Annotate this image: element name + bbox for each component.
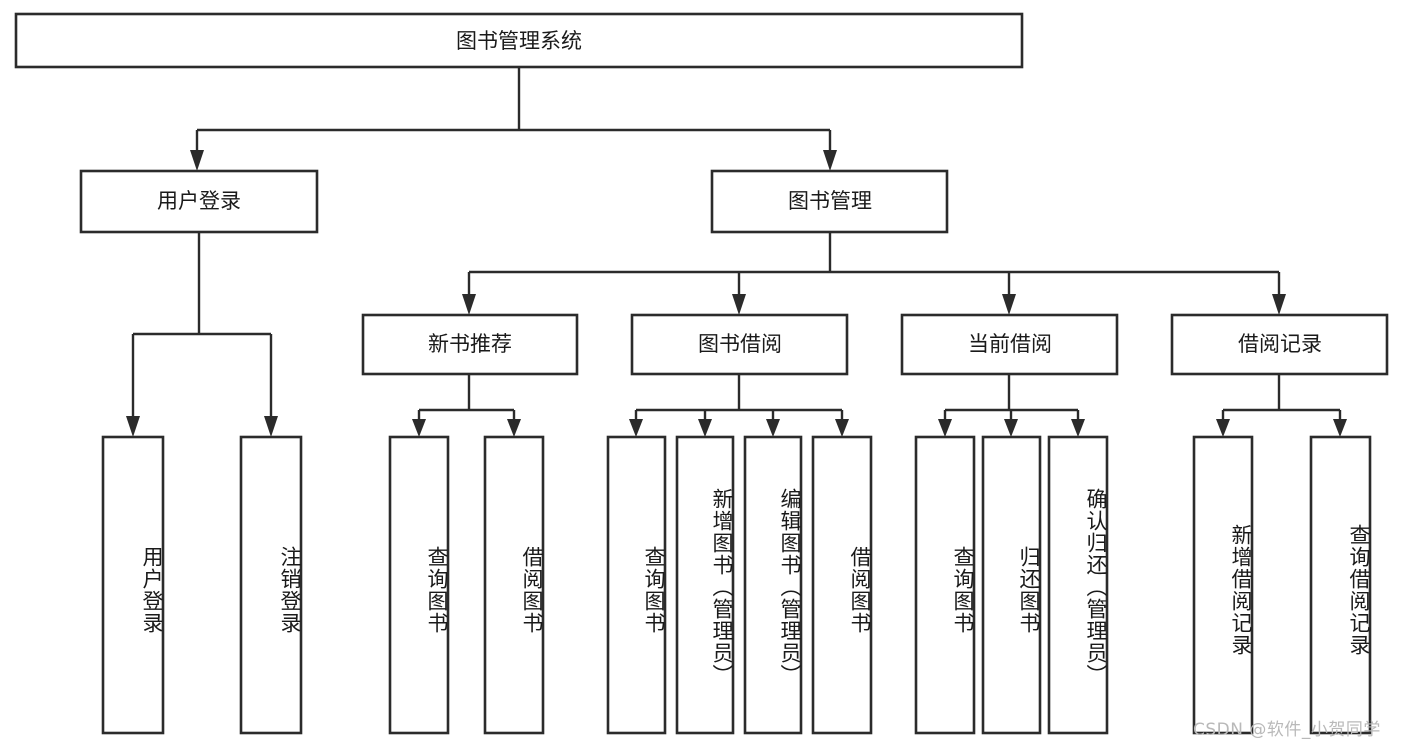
node-root-box[interactable] [14, 12, 1024, 69]
node-book-mgmt-box[interactable] [710, 169, 949, 234]
node-borrow-record-label: 借阅记录 [1238, 332, 1322, 356]
leaf-box-borrow-book[interactable] [811, 435, 873, 735]
leaf-box-logout[interactable] [239, 435, 303, 735]
connectors-layer [126, 67, 1347, 437]
node-borrow-record-box[interactable] [1170, 313, 1389, 376]
arrow-head-leaf-edit-book [766, 419, 780, 437]
arrow-head-borrow-record [1272, 294, 1286, 315]
arrow-head-leaf-query-book-2 [629, 419, 643, 437]
leaf-box-add-borrow-record[interactable] [1192, 435, 1254, 735]
arrow-head-user-login [190, 150, 204, 171]
leaf-box-query-book-rec[interactable] [388, 435, 450, 735]
leaf-box-query-book-current[interactable] [914, 435, 976, 735]
node-book-borrow-box[interactable] [630, 313, 849, 376]
node-root-label: 图书管理系统 [456, 29, 582, 53]
node-current-borrow-box[interactable] [900, 313, 1119, 376]
node-new-book-rec-box[interactable] [361, 313, 579, 376]
arrow-head-leaf-query-book-1 [412, 419, 426, 437]
leaf-box-return-book[interactable] [981, 435, 1042, 735]
arrow-head-leaf-confirm-return [1071, 419, 1085, 437]
watermark-text: CSDN @软件_小贺同学 [1193, 720, 1381, 740]
arrow-head-leaf-return-book [1004, 419, 1018, 437]
node-new-book-rec-label: 新书推荐 [428, 332, 512, 356]
arrow-head-book-mgmt [823, 150, 837, 171]
node-book-borrow-label: 图书借阅 [698, 332, 782, 356]
arrow-head-book-borrow [732, 294, 746, 315]
arrow-head-new-book-rec [462, 294, 476, 315]
arrow-head-leaf-query-book-3 [938, 419, 952, 437]
arrow-head-leaf-borrow-book-1 [507, 419, 521, 437]
arrow-head-leaf-borrow-book-2 [835, 419, 849, 437]
node-book-mgmt-label: 图书管理 [788, 189, 872, 213]
leaf-box-edit-book[interactable] [743, 435, 803, 735]
arrow-head-leaf-add-book [698, 419, 712, 437]
leaf-box-user-login[interactable] [101, 435, 165, 735]
arrow-head-current-borrow [1002, 294, 1016, 315]
arrow-head-leaf-logout [264, 416, 278, 437]
leaf-box-add-book[interactable] [675, 435, 735, 735]
leaf-box-query-borrow-record[interactable] [1309, 435, 1372, 735]
node-current-borrow-label: 当前借阅 [968, 332, 1052, 356]
arrow-head-leaf-query-record [1333, 419, 1347, 437]
arrow-head-leaf-add-record [1216, 419, 1230, 437]
leaf-box-confirm-return[interactable] [1047, 435, 1109, 735]
arrow-head-leaf-user-login [126, 416, 140, 437]
leaf-box-query-book-borrow[interactable] [606, 435, 667, 735]
leaf-box-borrow-book-rec[interactable] [483, 435, 545, 735]
node-user-login-box[interactable] [79, 169, 319, 234]
node-user-login-label: 用户登录 [157, 189, 241, 213]
boxes-layer: 图书管理系统 用户登录 图书管理 新书推荐 图书借阅 当前借阅 借阅记录 [14, 12, 1389, 735]
